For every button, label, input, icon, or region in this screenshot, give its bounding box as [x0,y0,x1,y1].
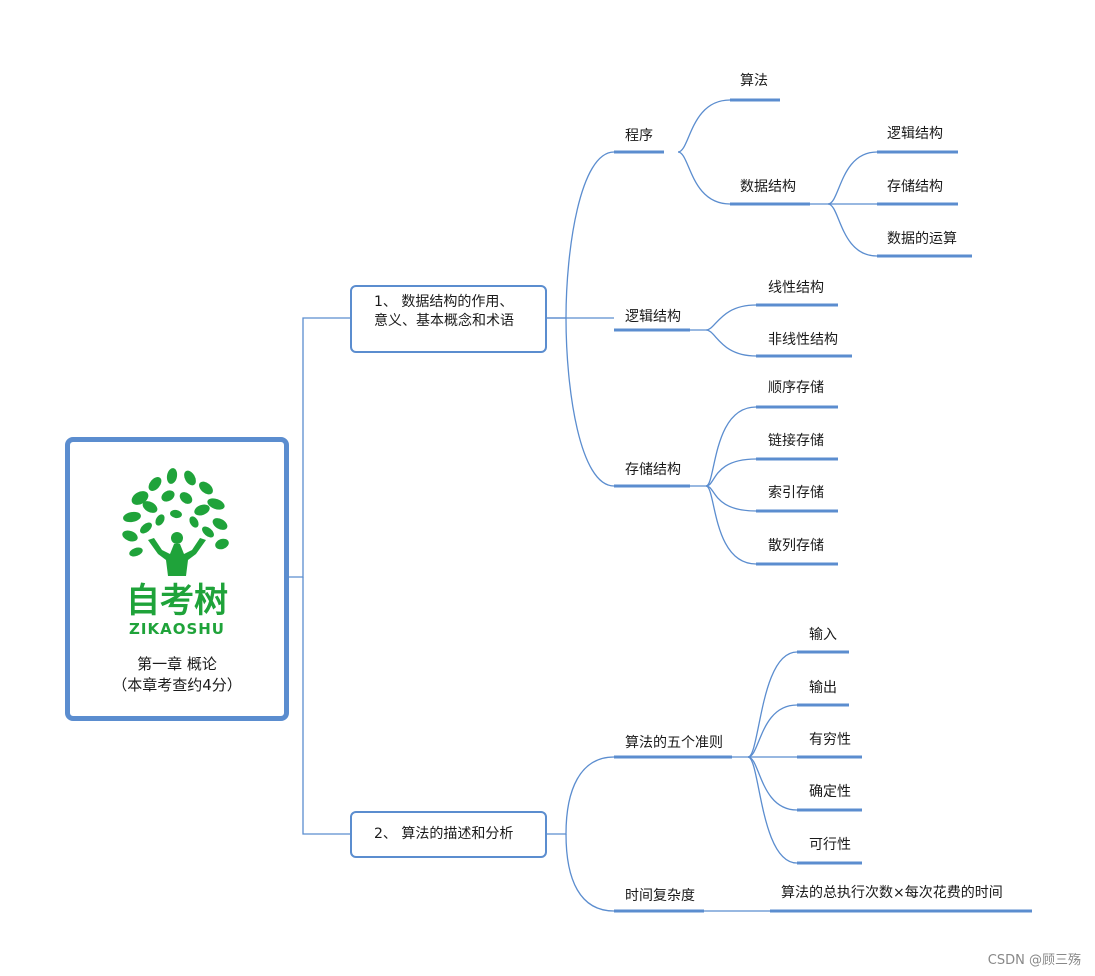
node-nonlinear-structure[interactable]: 非线性结构 [768,332,838,348]
node-time-complexity[interactable]: 时间复杂度 [625,888,695,904]
connector-b2-criteria [547,756,615,835]
connector-ds-ops [827,203,878,257]
connector-b1-storage [565,317,615,487]
connector-program-ds [677,151,731,205]
node-finiteness[interactable]: 有穷性 [809,732,851,748]
node-input[interactable]: 输入 [809,627,837,643]
connector-criteria-definite [747,756,798,811]
node-linked-storage[interactable]: 链接存储 [768,433,824,449]
connector-storage-link [705,458,757,487]
connector-root-branch2 [302,577,350,835]
watermark: CSDN @顾三殇 [987,953,1081,968]
node-definiteness[interactable]: 确定性 [809,784,851,800]
branch2-label: 2、 算法的描述和分析 [374,826,514,842]
connector-criteria-input [732,651,798,758]
zikaoshu-logo: 自考树 ZIKAOSHU [110,462,244,638]
node-linear-structure[interactable]: 线性结构 [768,280,824,296]
connector-storage-seq [690,406,757,487]
connector-ds-logic [810,151,878,205]
connector-program-algo [677,99,731,153]
node-data-structure[interactable]: 数据结构 [740,179,796,195]
node-indexed-storage[interactable]: 索引存储 [768,485,824,501]
logo-chinese-text: 自考树 [126,581,228,621]
node-sequential-storage[interactable]: 顺序存储 [768,380,824,396]
connector-b1-program [547,151,615,319]
connector-logic-linear [690,304,757,331]
node-feasibility[interactable]: 可行性 [809,837,851,853]
branch-algorithm-analysis[interactable]: 2、 算法的描述和分析 [350,811,547,858]
connector-root-branch1 [287,317,350,578]
node-ds-logical[interactable]: 逻辑结构 [887,126,943,142]
root-title-line1: 第一章 概论 [137,655,217,673]
node-output[interactable]: 输出 [809,680,837,696]
root-node[interactable]: 自考树 ZIKAOSHU 第一章 概论 （本章考查约4分） [65,437,289,721]
connector-b2-time [565,833,615,912]
logo-english-text: ZIKAOSHU [129,620,225,637]
connector-logic-nonlinear [705,329,757,357]
node-ds-operations[interactable]: 数据的运算 [887,231,957,247]
node-five-criteria[interactable]: 算法的五个准则 [625,735,723,751]
node-algorithm[interactable]: 算法 [740,73,768,89]
node-logical-structure[interactable]: 逻辑结构 [625,309,681,325]
connector-criteria-output [747,704,798,758]
node-time-formula[interactable]: 算法的总执行次数×每次花费的时间 [781,885,1003,901]
node-program[interactable]: 程序 [625,128,653,144]
root-title-line2: （本章考查约4分） [112,676,242,694]
branch1-label-line2: 意义、基本概念和术语 [374,313,514,329]
connector-storage-index [705,485,757,512]
branch-data-structure-basics[interactable]: 1、 数据结构的作用、 意义、基本概念和术语 [350,285,547,353]
node-ds-storage[interactable]: 存储结构 [887,179,943,195]
branch1-label-line1: 1、 数据结构的作用、 [374,294,514,310]
tree-logo-icon: 自考树 ZIKAOSHU [122,468,229,638]
connector-criteria-feasible [747,756,798,864]
node-hash-storage[interactable]: 散列存储 [768,538,824,554]
node-storage-structure[interactable]: 存储结构 [625,462,681,478]
connector-storage-hash [705,485,757,565]
